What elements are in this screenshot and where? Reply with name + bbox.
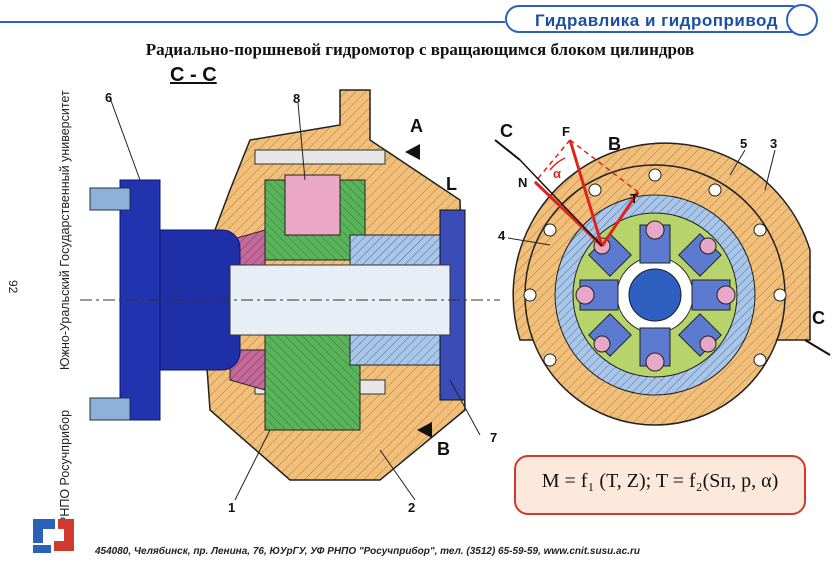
force-label-f: F <box>562 124 570 139</box>
page-number: 92 <box>6 280 20 294</box>
port-label-a: A <box>410 116 423 136</box>
cut-label-c-left: C <box>500 121 513 141</box>
callout-1: 1 <box>228 500 235 515</box>
section-header: Гидравлика и гидропривод <box>505 5 805 33</box>
angle-label-alpha: α <box>553 166 561 181</box>
cross-section-drawing: 6 8 1 2 7 A L B <box>80 89 500 515</box>
footer-address: 454080, Челябинск, пр. Ленина, 76, ЮУрГУ… <box>95 546 640 557</box>
port-label-b: B <box>437 439 450 459</box>
callout-2: 2 <box>408 500 415 515</box>
university-name: Южно-Уральский Государственный университ… <box>58 90 72 370</box>
torque-formula: M = f₁ (T, Z); T = f₂(Sп, p, α) <box>541 470 779 492</box>
callout-3: 3 <box>770 136 777 151</box>
callout-5: 5 <box>740 136 747 151</box>
callout-6: 6 <box>105 90 112 105</box>
force-label-n: N <box>518 175 527 190</box>
page-title: Радиально-поршневой гидромотор с вращающ… <box>145 40 695 59</box>
publisher-logo <box>33 519 74 553</box>
radial-section-drawing: C C B F N T α 5 3 4 <box>494 121 831 426</box>
port-b-arrow-icon <box>417 422 432 438</box>
callout-4: 4 <box>498 228 506 243</box>
section-cut-label: С - С <box>170 64 217 86</box>
label-l: L <box>446 174 457 194</box>
callout-7: 7 <box>490 430 497 445</box>
formula-box <box>514 455 806 515</box>
port-a-arrow-icon <box>405 144 420 160</box>
header-rule <box>0 21 505 23</box>
header-circle-icon <box>786 4 818 36</box>
view-label-b: B <box>608 134 621 154</box>
publisher-name: РНПО Росучприбор <box>58 409 72 525</box>
callout-8: 8 <box>293 91 300 106</box>
cut-label-c-right: C <box>812 308 825 328</box>
force-label-t: T <box>630 191 638 206</box>
